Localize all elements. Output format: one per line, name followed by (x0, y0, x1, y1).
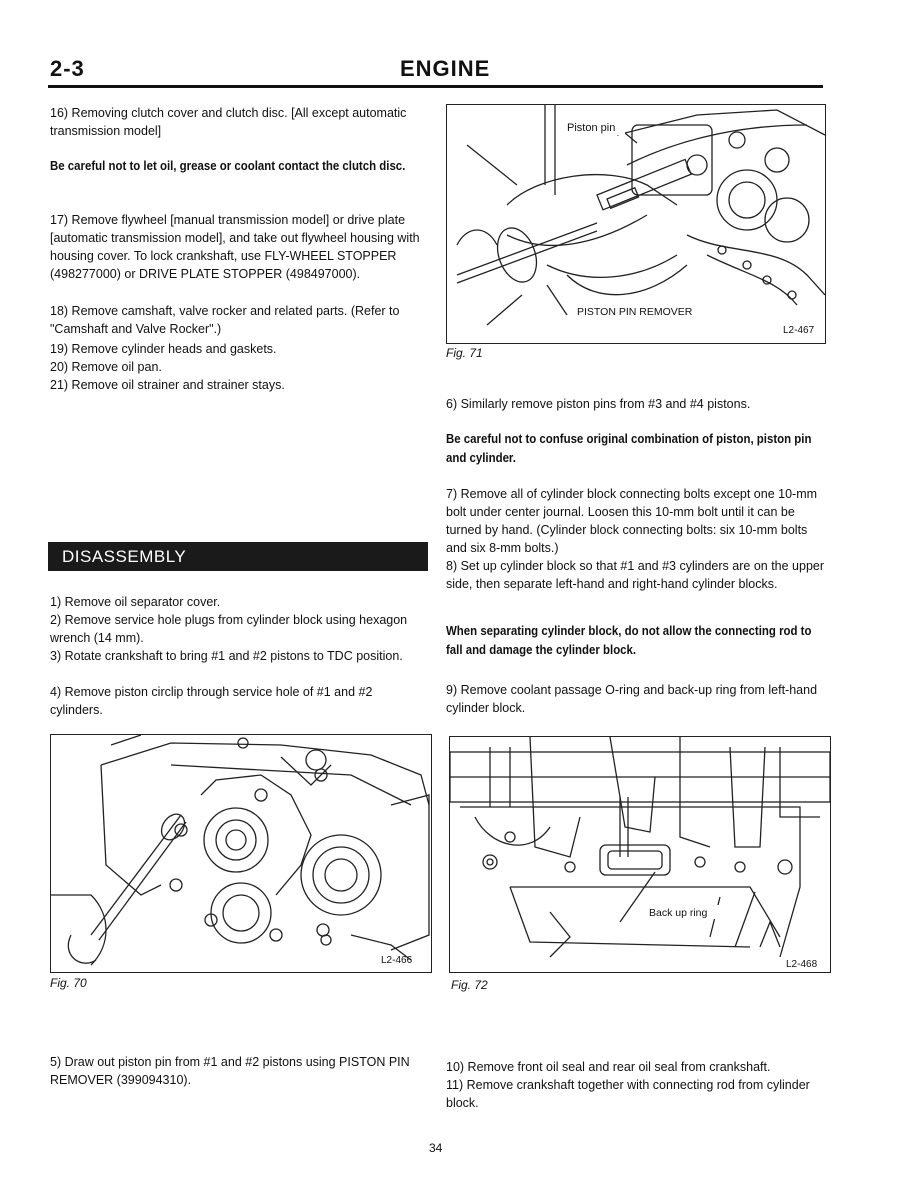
figure-70: L2-466 (50, 734, 432, 973)
step-18: 18) Remove camshaft, valve rocker and re… (50, 304, 400, 336)
piston-circlip-removal-illustration: L2-466 (51, 735, 430, 966)
figure-code: L2-466 (381, 955, 413, 966)
figure-caption: Fig. 71 (446, 346, 483, 360)
step-1: 1) Remove oil separator cover. (50, 595, 221, 609)
label-piston-pin: Piston pin (567, 122, 615, 134)
page-number: 34 (429, 1141, 443, 1155)
figure-caption: Fig. 72 (451, 978, 488, 992)
step-20: 20) Remove oil pan. (50, 360, 162, 374)
step-5: 5) Draw out piston pin from #1 and #2 pi… (50, 1055, 410, 1087)
backup-ring-removal-illustration: Back up ring L2-468 (450, 737, 830, 970)
step-16: 16) Removing clutch cover and clutch dis… (50, 106, 407, 138)
section-number: 2-3 (50, 56, 85, 81)
figure-code: L2-468 (786, 959, 818, 970)
step-10: 10) Remove front oil seal and rear oil s… (446, 1060, 771, 1074)
warning-combination: Be careful not to confuse original combi… (446, 431, 812, 465)
step-11: 11) Remove crankshaft together with conn… (446, 1078, 810, 1110)
label-back-up-ring: Back up ring (649, 907, 708, 919)
step-17: 17) Remove flywheel [manual transmission… (50, 213, 420, 281)
section-heading: DISASSEMBLY (62, 547, 187, 566)
figure-72: Back up ring L2-468 (449, 736, 831, 973)
section-heading-bar: DISASSEMBLY (48, 542, 428, 571)
header-rule (48, 85, 823, 88)
step-21: 21) Remove oil strainer and strainer sta… (50, 378, 285, 392)
figure-code: L2-467 (783, 325, 815, 336)
step-6: 6) Similarly remove piston pins from #3 … (446, 397, 751, 411)
piston-pin-removal-illustration: Piston pin PISTON PIN REMOVER L2-467 (456, 105, 825, 336)
label-piston-pin-remover: PISTON PIN REMOVER (577, 306, 693, 318)
step-3: 3) Rotate crankshaft to bring #1 and #2 … (50, 649, 403, 663)
step-2: 2) Remove service hole plugs from cylind… (50, 613, 408, 645)
step-8: 8) Set up cylinder block so that #1 and … (446, 559, 825, 591)
step-4: 4) Remove piston circlip through service… (50, 685, 373, 717)
figure-71: Piston pin PISTON PIN REMOVER L2-467 (446, 104, 826, 344)
warning-connecting-rod: When separating cylinder block, do not a… (446, 623, 812, 657)
figure-caption: Fig. 70 (50, 976, 87, 990)
warning-clutch: Be careful not to let oil, grease or coo… (50, 158, 406, 173)
step-7: 7) Remove all of cylinder block connecti… (446, 487, 818, 555)
page-title: ENGINE (400, 56, 491, 81)
step-19: 19) Remove cylinder heads and gaskets. (50, 342, 277, 356)
step-9: 9) Remove coolant passage O-ring and bac… (446, 683, 818, 715)
